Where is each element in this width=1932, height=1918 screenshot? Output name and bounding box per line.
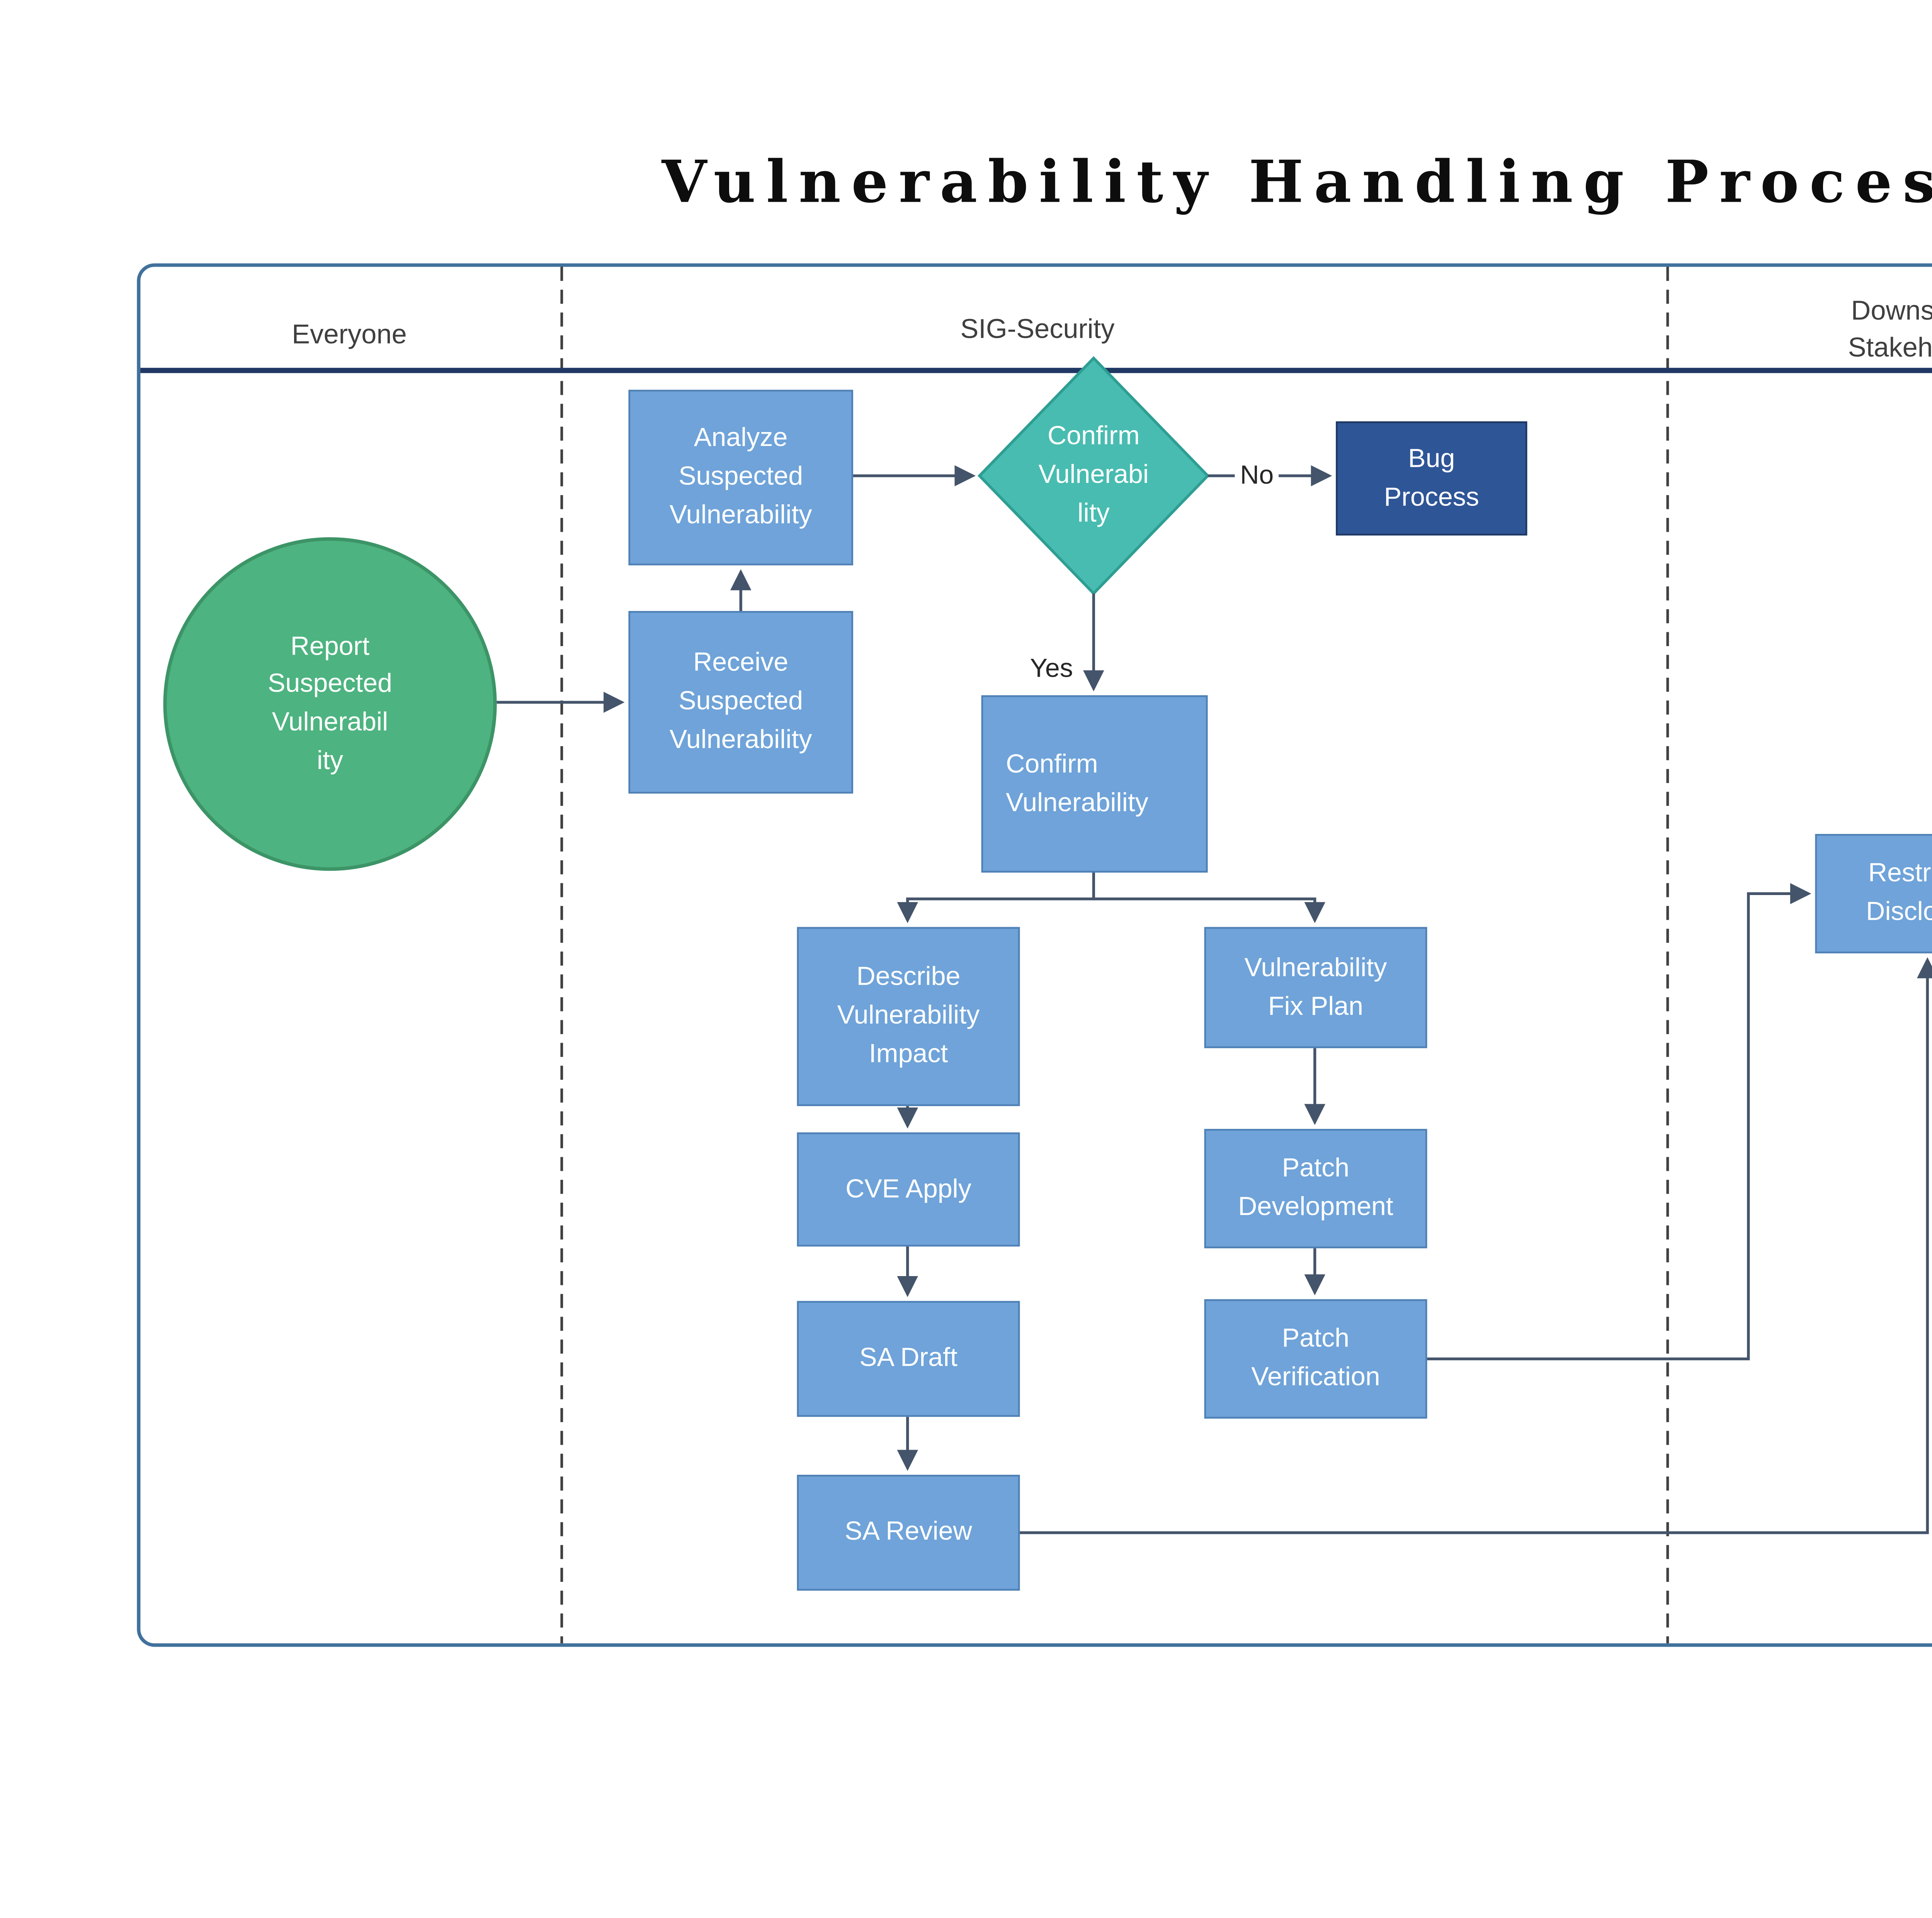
node-sa-draft: SA Draft bbox=[797, 1301, 1020, 1417]
node-label: Restricted Disclosure bbox=[1866, 859, 1932, 927]
node-label: SA Draft bbox=[859, 1343, 957, 1373]
node-label: Confirm Vulnerability bbox=[1006, 749, 1148, 817]
node-label: Bug Process bbox=[1384, 444, 1479, 512]
node-label: Analyze Suspected Vulnerability bbox=[669, 424, 812, 530]
node-sa-review: SA Review bbox=[797, 1475, 1020, 1591]
lane-header-everyone-left: Everyone bbox=[292, 320, 407, 351]
node-label: Report Suspected Vulnerabil ity bbox=[268, 631, 393, 776]
page-title: Vulnerability Handling Process bbox=[662, 147, 1932, 216]
node-patch-verification: Patch Verification bbox=[1204, 1299, 1427, 1419]
node-describe-vulnerability-impact: Describe Vulnerability Impact bbox=[797, 927, 1020, 1106]
node-label: Vulnerability Fix Plan bbox=[1244, 953, 1387, 1021]
edge-label-no: No bbox=[1235, 461, 1279, 491]
node-analyze-suspected-vulnerability: Analyze Suspected Vulnerability bbox=[628, 390, 853, 565]
node-label: CVE Apply bbox=[845, 1174, 971, 1204]
node-patch-development: Patch Development bbox=[1204, 1129, 1427, 1249]
node-report-suspected-vulnerability: Report Suspected Vulnerabil ity bbox=[163, 537, 497, 871]
node-label: SA Review bbox=[845, 1517, 972, 1547]
swimlane-frame bbox=[137, 263, 1932, 1647]
edge-label-yes: Yes bbox=[1025, 654, 1078, 684]
node-vulnerability-fix-plan: Vulnerability Fix Plan bbox=[1204, 927, 1427, 1048]
node-label: Patch Development bbox=[1238, 1154, 1393, 1222]
lane-header-sig-security: SIG-Security bbox=[960, 315, 1115, 345]
node-receive-suspected-vulnerability: Receive Suspected Vulnerability bbox=[628, 611, 853, 794]
node-label: Describe Vulnerability Impact bbox=[837, 963, 980, 1069]
node-restricted-disclosure: Restricted Disclosure bbox=[1815, 834, 1932, 953]
node-label: Receive Suspected Vulnerability bbox=[669, 648, 812, 755]
lane-header-downstream-stakeholders: Downstream Stakeholders bbox=[1848, 297, 1932, 364]
node-label: Patch Verification bbox=[1251, 1324, 1380, 1392]
node-confirm-vulnerability-decision: Confirm Vulnerabi lity bbox=[1038, 422, 1149, 528]
node-cve-apply: CVE Apply bbox=[797, 1132, 1020, 1247]
node-confirm-vulnerability: Confirm Vulnerability bbox=[981, 695, 1208, 873]
node-bug-process: Bug Process bbox=[1336, 421, 1527, 536]
